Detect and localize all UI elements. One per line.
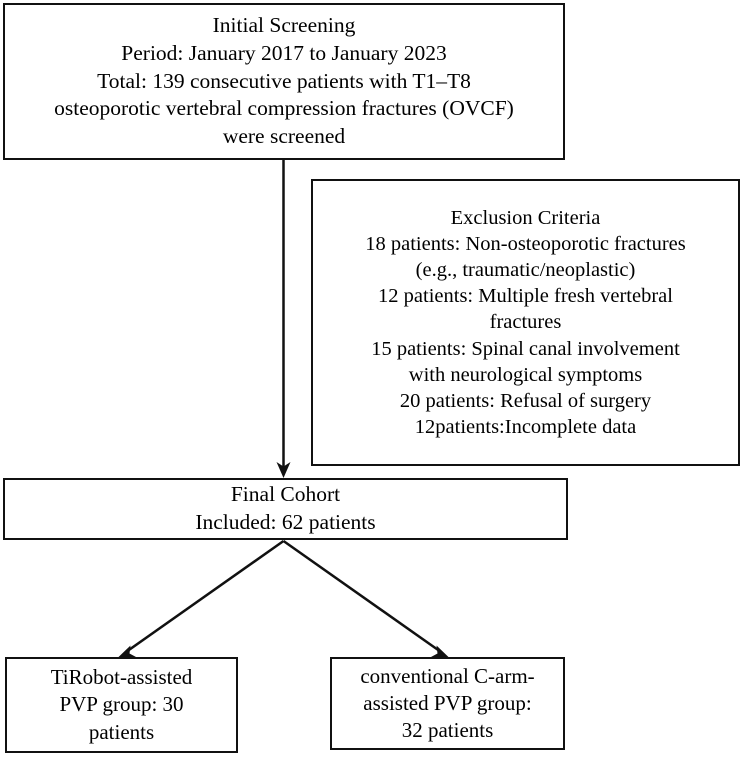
node-initial-screening: Initial Screening Period: January 2017 t… [3,3,565,160]
node-tirobot-group-line-1: TiRobot-assisted [50,665,193,690]
node-tirobot-group-line-2: PVP group: 30 [59,692,184,717]
node-final-cohort-line-1: Final Cohort [230,482,341,507]
edge-final-cohort-to-tirobot [118,539,285,658]
node-initial-screening-line-2: Period: January 2017 to January 2023 [121,40,447,65]
node-exclusion-criteria-line-3: (e.g., traumatic/neoplastic) [415,259,636,282]
edge-screening-to-final-cohort [276,160,291,478]
node-tirobot-group-line-3: patients [88,719,155,744]
node-conventional-carm-assisted-pvp-group: conventional C-arm- assisted PVP group: … [330,657,565,750]
node-exclusion-criteria-line-1: Exclusion Criteria [450,207,601,230]
node-carm-group-line-1: conventional C-arm- [360,663,535,688]
node-exclusion-criteria-line-5: fractures [489,311,562,334]
node-final-cohort: Final Cohort Included: 62 patients [3,478,568,540]
node-initial-screening-line-3: Total: 139 consecutive patients with T1–… [97,68,471,93]
node-exclusion-criteria: Exclusion Criteria 18 patients: Non-oste… [311,179,740,466]
node-exclusion-criteria-line-4: 12 patients: Multiple fresh vertebral [378,285,673,308]
edge-final-cohort-to-carm [282,539,449,658]
node-carm-group-line-3: 32 patients [401,718,494,743]
node-initial-screening-line-4: osteoporotic vertebral compression fract… [54,96,514,121]
node-exclusion-criteria-line-9: 12patients:Incomplete data [414,415,637,438]
node-exclusion-criteria-line-6: 15 patients: Spinal canal involvement [371,337,680,360]
node-carm-group-line-2: assisted PVP group: [363,690,532,715]
node-initial-screening-line-1: Initial Screening [212,12,356,37]
node-exclusion-criteria-line-7: with neurological symptoms [408,363,643,386]
node-exclusion-criteria-line-2: 18 patients: Non-osteoporotic fractures [365,233,686,256]
node-initial-screening-line-5: were screened [222,124,346,149]
node-tirobot-assisted-pvp-group: TiRobot-assisted PVP group: 30 patients [5,657,238,753]
node-exclusion-criteria-line-8: 20 patients: Refusal of surgery [399,389,652,412]
node-final-cohort-line-2: Included: 62 patients [195,510,376,534]
